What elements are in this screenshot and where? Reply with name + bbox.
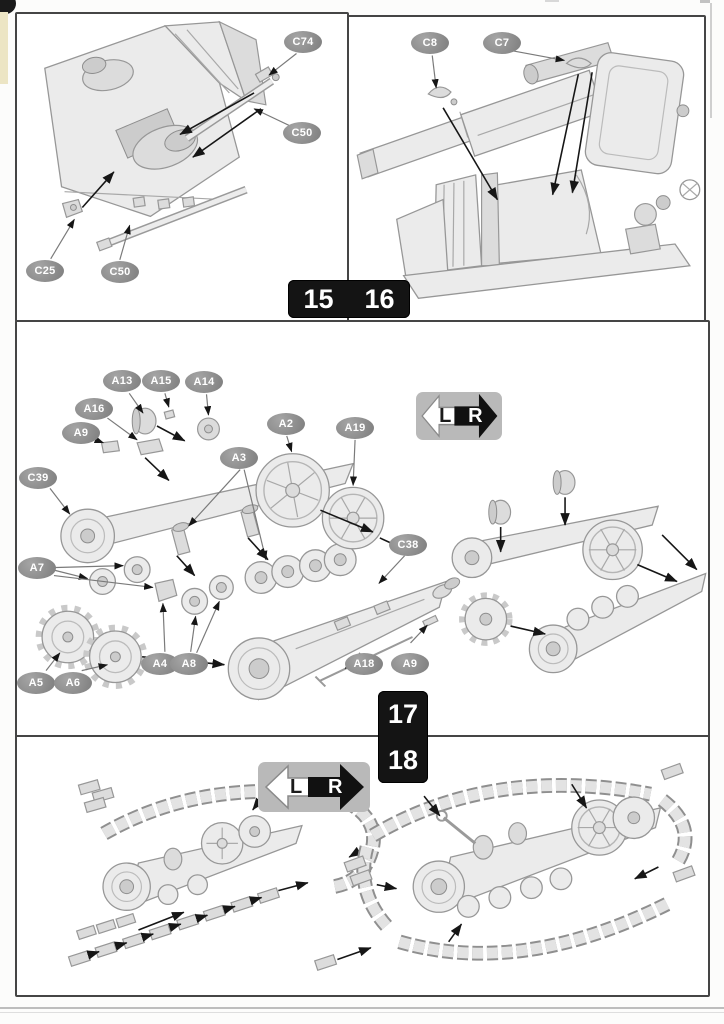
callout-c7: C7 [483, 32, 521, 54]
step-number-15: 15 [303, 283, 334, 314]
left-right-indicator-step18: L R [258, 762, 370, 812]
left-right-indicator-step17: L R [416, 392, 502, 440]
step-badge-15-16: 15 16 [288, 280, 410, 318]
leader-lines [45, 392, 428, 672]
scan-corner-blob [0, 0, 16, 14]
callout-c8: C8 [411, 32, 449, 54]
scan-top-tick-right [700, 0, 710, 3]
callout-a7: A7 [18, 557, 56, 579]
callout-a18: A18 [345, 653, 383, 675]
scan-bottom-line [0, 1007, 724, 1009]
right-suspension-drawing [451, 469, 707, 674]
callout-c50-upper: C50 [283, 122, 321, 144]
left-bogie-drawing [227, 577, 461, 701]
callout-a15: A15 [142, 370, 180, 392]
callout-c39: C39 [19, 467, 57, 489]
step15-illustration [44, 20, 297, 260]
panel-step-16 [347, 15, 706, 322]
callout-a5: A5 [17, 672, 55, 694]
callout-a9-right: A9 [391, 653, 429, 675]
callout-a9-left: A9 [62, 422, 100, 444]
clamp-parts-drawing [427, 57, 592, 106]
callout-c25: C25 [26, 260, 64, 282]
install-arrows [442, 72, 593, 201]
gun-barrel-drawing [356, 41, 690, 180]
left-label: L [439, 405, 452, 427]
right-arrow-icon [454, 393, 498, 439]
sprocket-wheels-drawing [35, 604, 148, 689]
callout-a16: A16 [75, 398, 113, 420]
install-arrows [81, 92, 262, 208]
right-label: R [328, 776, 343, 798]
step16-illustration [356, 41, 701, 299]
leader-lines [50, 53, 297, 260]
right-arrow-icon [308, 764, 364, 810]
leader-lines [431, 49, 566, 89]
scan-top-tick [545, 0, 559, 2]
scan-bottom-line-faint [0, 1012, 724, 1013]
callout-a14: A14 [185, 371, 223, 393]
step-badge-17-18: 17 18 [378, 691, 428, 783]
direction-arrows [421, 393, 498, 439]
callout-a3: A3 [220, 447, 258, 469]
track-link-chain-drawing [67, 881, 309, 968]
step17-illustration [35, 392, 707, 701]
right-label: R [468, 405, 483, 427]
scan-right-line [710, 3, 712, 118]
callout-c74: C74 [284, 31, 322, 53]
step-number-16: 16 [364, 283, 395, 314]
callout-a19: A19 [336, 417, 374, 439]
step-number-18: 18 [387, 744, 419, 775]
right-track-assembly-drawing [313, 762, 696, 971]
left-arrow-icon [264, 764, 317, 810]
callout-a2: A2 [267, 413, 305, 435]
callout-a4: A4 [141, 653, 179, 675]
rod-parts-drawing [61, 66, 280, 252]
road-wheels-drawing [255, 453, 385, 550]
scan-edge-strip [0, 12, 8, 84]
gun-carriage-drawing [44, 20, 267, 218]
callout-a13: A13 [103, 370, 141, 392]
callout-c38: C38 [389, 534, 427, 556]
left-arrow-icon [421, 394, 462, 438]
left-label: L [289, 776, 303, 798]
direction-arrows [264, 764, 364, 810]
callout-a6: A6 [54, 672, 92, 694]
callout-a8: A8 [170, 653, 208, 675]
gun-mount-drawing [396, 169, 701, 299]
step-number-17: 17 [387, 698, 419, 729]
panel-step-15 [15, 12, 349, 322]
callout-c50-lower: C50 [101, 261, 139, 283]
